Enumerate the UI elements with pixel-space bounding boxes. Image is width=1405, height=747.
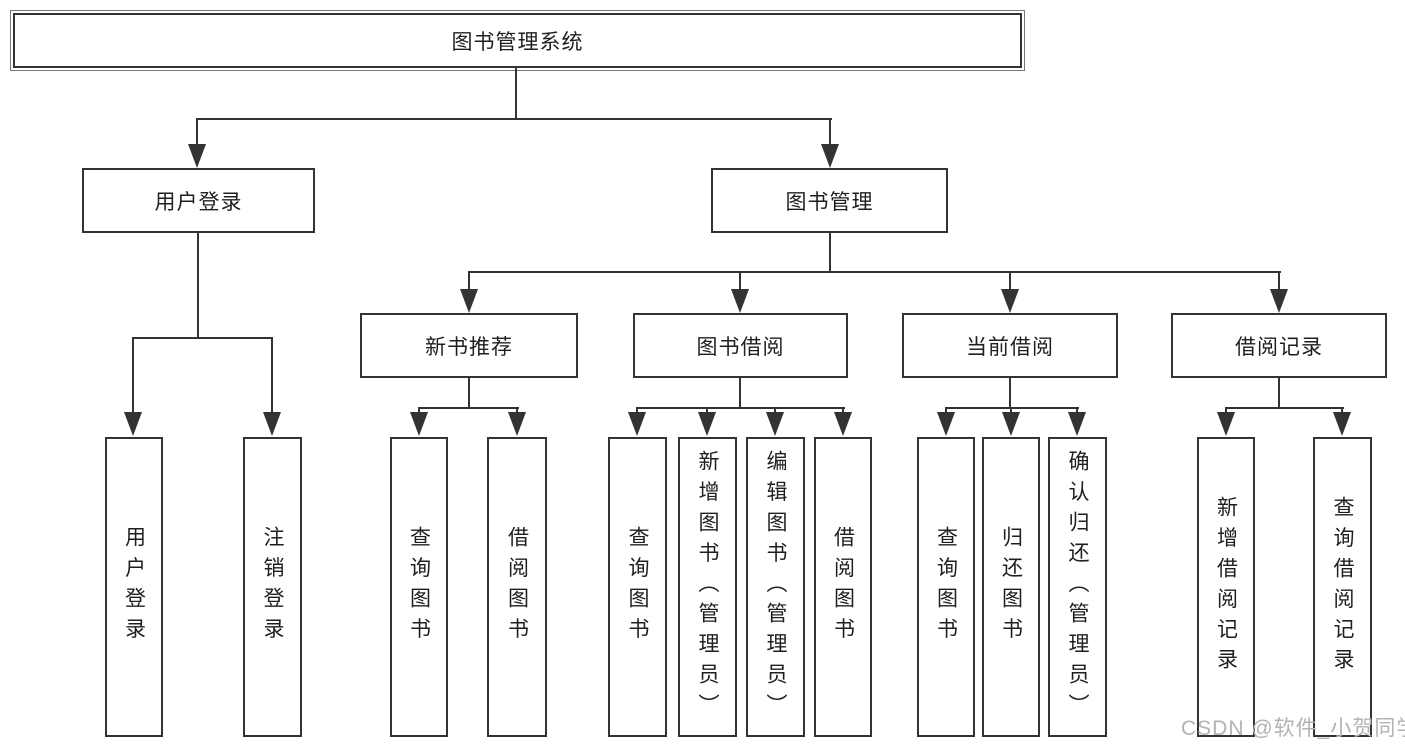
leaf-edit-books-admin: 编辑图书（管理员） bbox=[746, 437, 805, 737]
connector-book-mgmt-drop bbox=[829, 118, 831, 146]
leaf-label: 编辑图书（管理员） bbox=[764, 449, 787, 725]
node-label: 当前借阅 bbox=[966, 335, 1054, 359]
connector-level3-drop bbox=[739, 271, 741, 291]
connector-leaf-drop bbox=[842, 407, 844, 415]
arrow-down-icon bbox=[731, 289, 749, 313]
connector-leaf-drop bbox=[1225, 407, 1227, 415]
connector-leaf-drop bbox=[706, 407, 708, 415]
connector-level3-drop bbox=[1278, 271, 1280, 291]
arrow-down-icon bbox=[1001, 289, 1019, 313]
connector-current-borrow-bar bbox=[945, 407, 1079, 409]
leaf-user-login: 用户登录 bbox=[105, 437, 163, 737]
connector-user-login-drop bbox=[196, 118, 198, 146]
node-label: 图书管理 bbox=[785, 190, 874, 214]
arrow-down-icon bbox=[124, 412, 142, 436]
connector-book-borrow-bar bbox=[636, 407, 845, 409]
connector-borrow-records-bar bbox=[1225, 407, 1344, 409]
connector-leaf-drop bbox=[945, 407, 947, 415]
arrow-down-icon bbox=[508, 412, 526, 436]
arrow-down-icon bbox=[460, 289, 478, 313]
connector-leaf-drop bbox=[1341, 407, 1343, 415]
leaf-add-books-admin: 新增图书（管理员） bbox=[678, 437, 737, 737]
arrow-down-icon bbox=[834, 412, 852, 436]
leaf-query-books-recommend: 查询图书 bbox=[390, 437, 448, 737]
connector-leaf-drop bbox=[636, 407, 638, 415]
arrow-down-icon bbox=[1333, 412, 1351, 436]
leaf-add-borrow-record: 新增借阅记录 bbox=[1197, 437, 1255, 737]
connector-leaf-drop bbox=[418, 407, 420, 415]
connector-new-book-stem bbox=[468, 378, 470, 409]
arrow-down-icon bbox=[188, 144, 206, 168]
leaf-label: 查询图书 bbox=[626, 526, 649, 648]
connector-leaf-drop bbox=[774, 407, 776, 415]
arrow-down-icon bbox=[821, 144, 839, 168]
leaf-label: 新增图书（管理员） bbox=[696, 449, 719, 725]
arrow-down-icon bbox=[628, 412, 646, 436]
leaf-label: 新增借阅记录 bbox=[1214, 495, 1238, 679]
connector-level3-drop bbox=[468, 271, 470, 291]
watermark-text: CSDN @软件_小贺同学 bbox=[1181, 717, 1405, 740]
arrow-down-icon bbox=[937, 412, 955, 436]
connector-borrow-records-stem bbox=[1278, 378, 1280, 409]
connector-leaf-drop bbox=[132, 337, 134, 413]
leaf-label: 用户登录 bbox=[122, 526, 146, 648]
leaf-label: 借阅图书 bbox=[505, 526, 529, 648]
leaf-label: 查询图书 bbox=[407, 526, 431, 648]
node-label: 图书管理系统 bbox=[451, 30, 584, 54]
node-library-system: 图书管理系统 bbox=[10, 10, 1025, 71]
leaf-label: 借阅图书 bbox=[831, 526, 855, 648]
connector-book-mgmt-bar bbox=[468, 271, 1281, 273]
leaf-borrow-books-recommend: 借阅图书 bbox=[487, 437, 547, 737]
node-new-book-recommend: 新书推荐 bbox=[360, 313, 578, 378]
leaf-label: 注销登录 bbox=[261, 526, 284, 648]
node-user-login: 用户登录 bbox=[82, 168, 315, 233]
leaf-label: 归还图书 bbox=[999, 526, 1023, 648]
connector-root-bar bbox=[196, 118, 832, 120]
leaf-return-books: 归还图书 bbox=[982, 437, 1040, 737]
leaf-confirm-return-admin: 确认归还（管理员） bbox=[1048, 437, 1107, 737]
node-book-borrowing: 图书借阅 bbox=[633, 313, 848, 378]
leaf-query-books-current: 查询图书 bbox=[917, 437, 975, 737]
node-label: 新书推荐 bbox=[425, 335, 513, 359]
connector-leaf-drop bbox=[1010, 407, 1012, 415]
leaf-label: 确认归还（管理员） bbox=[1066, 449, 1089, 725]
arrow-down-icon bbox=[410, 412, 428, 436]
connector-new-book-bar bbox=[418, 407, 519, 409]
arrow-down-icon bbox=[1002, 412, 1020, 436]
node-label: 借阅记录 bbox=[1235, 335, 1323, 359]
leaf-label: 查询借阅记录 bbox=[1331, 495, 1354, 679]
leaf-label: 查询图书 bbox=[934, 526, 958, 648]
leaf-query-books-borrowing: 查询图书 bbox=[608, 437, 667, 737]
connector-book-borrow-stem bbox=[739, 378, 741, 409]
node-label: 图书借阅 bbox=[696, 335, 785, 359]
node-book-management: 图书管理 bbox=[711, 168, 948, 233]
connector-leaf-drop bbox=[1076, 407, 1078, 415]
arrow-down-icon bbox=[766, 412, 784, 436]
connector-leaf-drop bbox=[271, 337, 273, 413]
leaf-logout: 注销登录 bbox=[243, 437, 302, 737]
connector-book-mgmt-stem bbox=[829, 233, 831, 273]
connector-leaf-drop bbox=[516, 407, 518, 415]
node-borrow-records: 借阅记录 bbox=[1171, 313, 1387, 378]
connector-current-borrow-stem bbox=[1009, 378, 1011, 409]
connector-root-stem bbox=[515, 68, 517, 118]
arrow-down-icon bbox=[1217, 412, 1235, 436]
arrow-down-icon bbox=[1068, 412, 1086, 436]
connector-user-login-bar bbox=[132, 337, 273, 339]
connector-level3-drop bbox=[1009, 271, 1011, 291]
node-label: 用户登录 bbox=[154, 190, 243, 214]
arrow-down-icon bbox=[263, 412, 281, 436]
arrow-down-icon bbox=[698, 412, 716, 436]
leaf-query-borrow-record: 查询借阅记录 bbox=[1313, 437, 1372, 737]
connector-user-login-stem bbox=[197, 233, 199, 339]
node-current-borrowing: 当前借阅 bbox=[902, 313, 1118, 378]
leaf-borrow-books: 借阅图书 bbox=[814, 437, 872, 737]
arrow-down-icon bbox=[1270, 289, 1288, 313]
